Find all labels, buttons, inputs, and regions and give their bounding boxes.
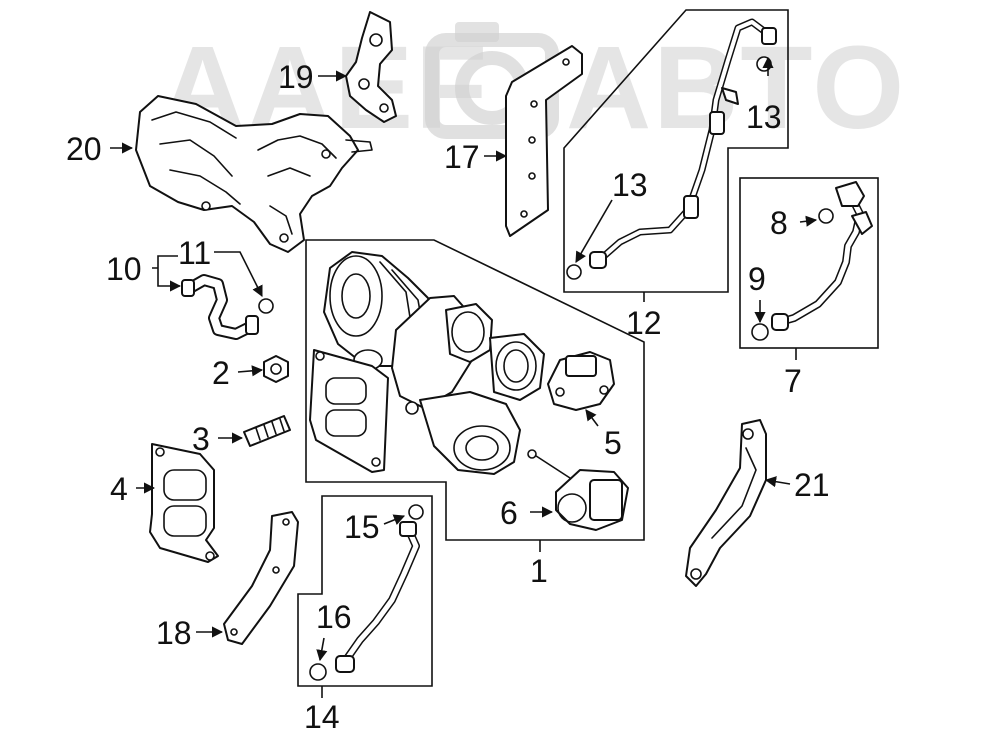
callout-7: 7 (784, 363, 802, 399)
part-5-diverter-valve (547, 351, 615, 411)
callout-13-lower: 13 (612, 167, 648, 203)
part-21-support-bracket (685, 419, 767, 587)
part-10-hose (181, 274, 259, 340)
callout-leaders (110, 56, 818, 698)
callout-17: 17 (444, 139, 480, 175)
callout-18: 18 (156, 615, 192, 651)
part-4-gasket (149, 443, 219, 563)
part-3-stud (243, 415, 291, 447)
part-2-nut (263, 355, 289, 383)
part-6-wastegate-actuator (527, 449, 629, 531)
part-20-heat-shield (135, 95, 373, 253)
callout-1: 1 (530, 553, 548, 589)
part-14-oil-return-group (297, 495, 433, 687)
part-11-o-ring (258, 298, 274, 314)
callout-4: 4 (110, 471, 128, 507)
part-17-gasket-strip (505, 45, 583, 237)
callout-14: 14 (304, 699, 340, 735)
callout-labels: 1 2 3 4 5 6 7 8 9 10 11 12 13 13 14 15 1… (66, 59, 830, 735)
callout-20: 20 (66, 131, 102, 167)
callout-12: 12 (626, 305, 662, 341)
callout-8: 8 (770, 205, 788, 241)
callout-9: 9 (748, 261, 766, 297)
part-1-turbocharger-group (305, 239, 645, 541)
callout-15: 15 (344, 509, 380, 545)
part-18-gasket-strip (223, 511, 299, 645)
callout-3: 3 (192, 421, 210, 457)
callout-21: 21 (794, 467, 830, 503)
part-19-bracket (345, 11, 397, 123)
part-7-coolant-line-group (739, 177, 879, 349)
callout-6: 6 (500, 495, 518, 531)
callout-11: 11 (178, 235, 211, 271)
callout-2: 2 (212, 355, 230, 391)
callout-19: 19 (278, 59, 314, 95)
part-12-oil-line-group (563, 9, 789, 293)
callout-5: 5 (604, 425, 622, 461)
callout-13-upper: 13 (746, 99, 782, 135)
callout-10: 10 (106, 251, 142, 287)
callout-16: 16 (316, 599, 352, 635)
